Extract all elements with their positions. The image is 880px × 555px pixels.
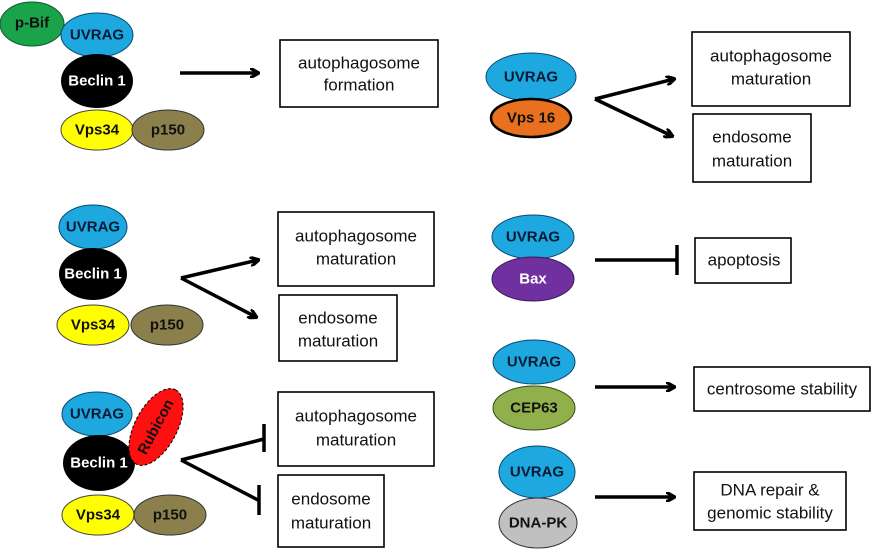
- protein-uvrag: [492, 339, 576, 385]
- outcome-line: maturation: [731, 70, 811, 89]
- protein-bax: [491, 256, 575, 302]
- protein-uvrag-label: UVRAG: [66, 219, 120, 236]
- outcome-line: apoptosis: [708, 251, 781, 270]
- inhibition-arrow: [180, 458, 261, 515]
- protein-uvrag-label: UVRAG: [510, 464, 564, 481]
- protein-uvrag-label: UVRAG: [506, 229, 560, 246]
- inhibition-arrow: [595, 245, 679, 275]
- protein-p150: [130, 304, 204, 346]
- protein-vps16-label: Vps 16: [507, 110, 555, 127]
- complex-uvrag-vps16: UVRAG Vps 16: [485, 52, 577, 139]
- outcome-line: endosome: [712, 128, 791, 147]
- outcome-autophagosome-formation: autophagosome formation: [279, 39, 439, 108]
- outcome-autophagosome-maturation: autophagosome maturation: [277, 391, 435, 467]
- activation-arrow: [180, 276, 256, 317]
- protein-uvrag-label: UVRAG: [70, 406, 124, 423]
- complex-pbif-uvrag-beclin: p-Bif UVRAG Beclin 1 Vps34 p150: [0, 1, 205, 151]
- outcome-line: centrosome stability: [707, 380, 858, 399]
- protein-pbif: [0, 1, 65, 47]
- outcome-line: autophagosome: [710, 47, 832, 66]
- outcome-line: endosome: [291, 490, 370, 509]
- outcome-line: DNA repair &: [720, 481, 820, 500]
- activation-arrow: [594, 97, 672, 136]
- complex-uvrag-beclin: UVRAG Beclin 1 Vps34 p150: [56, 204, 204, 346]
- protein-cep63-label: CEP63: [510, 400, 558, 417]
- protein-vps16: [489, 97, 573, 139]
- complex-uvrag-cep63: UVRAG CEP63: [492, 339, 576, 431]
- outcome-endosome-maturation: endosome maturation: [692, 113, 812, 183]
- protein-p150: [131, 109, 205, 151]
- protein-beclin1-label: Beclin 1: [64, 266, 122, 283]
- outcome-autophagosome-maturation: autophagosome maturation: [691, 31, 851, 107]
- outcome-line: autophagosome: [295, 227, 417, 246]
- protein-vps34-label: Vps34: [71, 317, 116, 334]
- activation-arrow: [594, 79, 674, 101]
- protein-p150-label: p150: [151, 122, 185, 139]
- protein-p150-label: p150: [153, 507, 187, 524]
- inhibition-arrow: [180, 424, 266, 462]
- protein-beclin1-label: Beclin 1: [68, 73, 126, 90]
- outcome-line: maturation: [316, 250, 396, 269]
- outcome-endosome-maturation: endosome maturation: [278, 294, 398, 362]
- protein-beclin1: [59, 248, 127, 300]
- protein-vps34-label: Vps34: [75, 122, 120, 139]
- outcome-line: formation: [324, 76, 395, 95]
- protein-uvrag-label: UVRAG: [70, 27, 124, 44]
- protein-p150-label: p150: [150, 317, 184, 334]
- outcome-line: maturation: [291, 514, 371, 533]
- protein-dnapk: [498, 497, 578, 549]
- outcome-endosome-maturation: endosome maturation: [277, 474, 385, 548]
- protein-beclin1: [63, 435, 135, 491]
- outcome-line: maturation: [298, 332, 378, 351]
- protein-rubicon: [128, 388, 184, 466]
- protein-beclin1-label: Beclin 1: [70, 455, 128, 472]
- protein-uvrag-label: UVRAG: [504, 69, 558, 86]
- complex-uvrag-rubicon-beclin: UVRAG Beclin 1 Rubicon Vps34 p150: [61, 388, 207, 536]
- outcome-line: maturation: [316, 431, 396, 450]
- outcome-apoptosis: apoptosis: [694, 237, 792, 284]
- complex-uvrag-bax: UVRAG Bax: [491, 214, 575, 302]
- outcome-line: endosome: [298, 309, 377, 328]
- outcome-centrosome-stability: centrosome stability: [693, 366, 871, 412]
- protein-vps34-label: Vps34: [76, 507, 121, 524]
- protein-p150: [133, 494, 207, 536]
- outcome-autophagosome-maturation: autophagosome maturation: [277, 211, 435, 287]
- protein-beclin1: [61, 54, 133, 108]
- outcome-line: autophagosome: [295, 407, 417, 426]
- protein-pbif-label: p-Bif: [15, 15, 50, 32]
- outcome-line: autophagosome: [298, 54, 420, 73]
- activation-arrow: [180, 260, 258, 280]
- outcome-line: genomic stability: [707, 504, 833, 523]
- protein-uvrag-label: UVRAG: [507, 354, 561, 371]
- protein-dnapk-label: DNA-PK: [509, 515, 567, 532]
- outcome-line: maturation: [712, 152, 792, 171]
- protein-vps34: [56, 304, 130, 346]
- protein-cep63: [492, 385, 576, 431]
- outcome-dna-repair: DNA repair & genomic stability: [693, 471, 847, 531]
- complex-uvrag-dnapk: UVRAG DNA-PK: [498, 445, 578, 549]
- protein-bax-label: Bax: [519, 271, 547, 288]
